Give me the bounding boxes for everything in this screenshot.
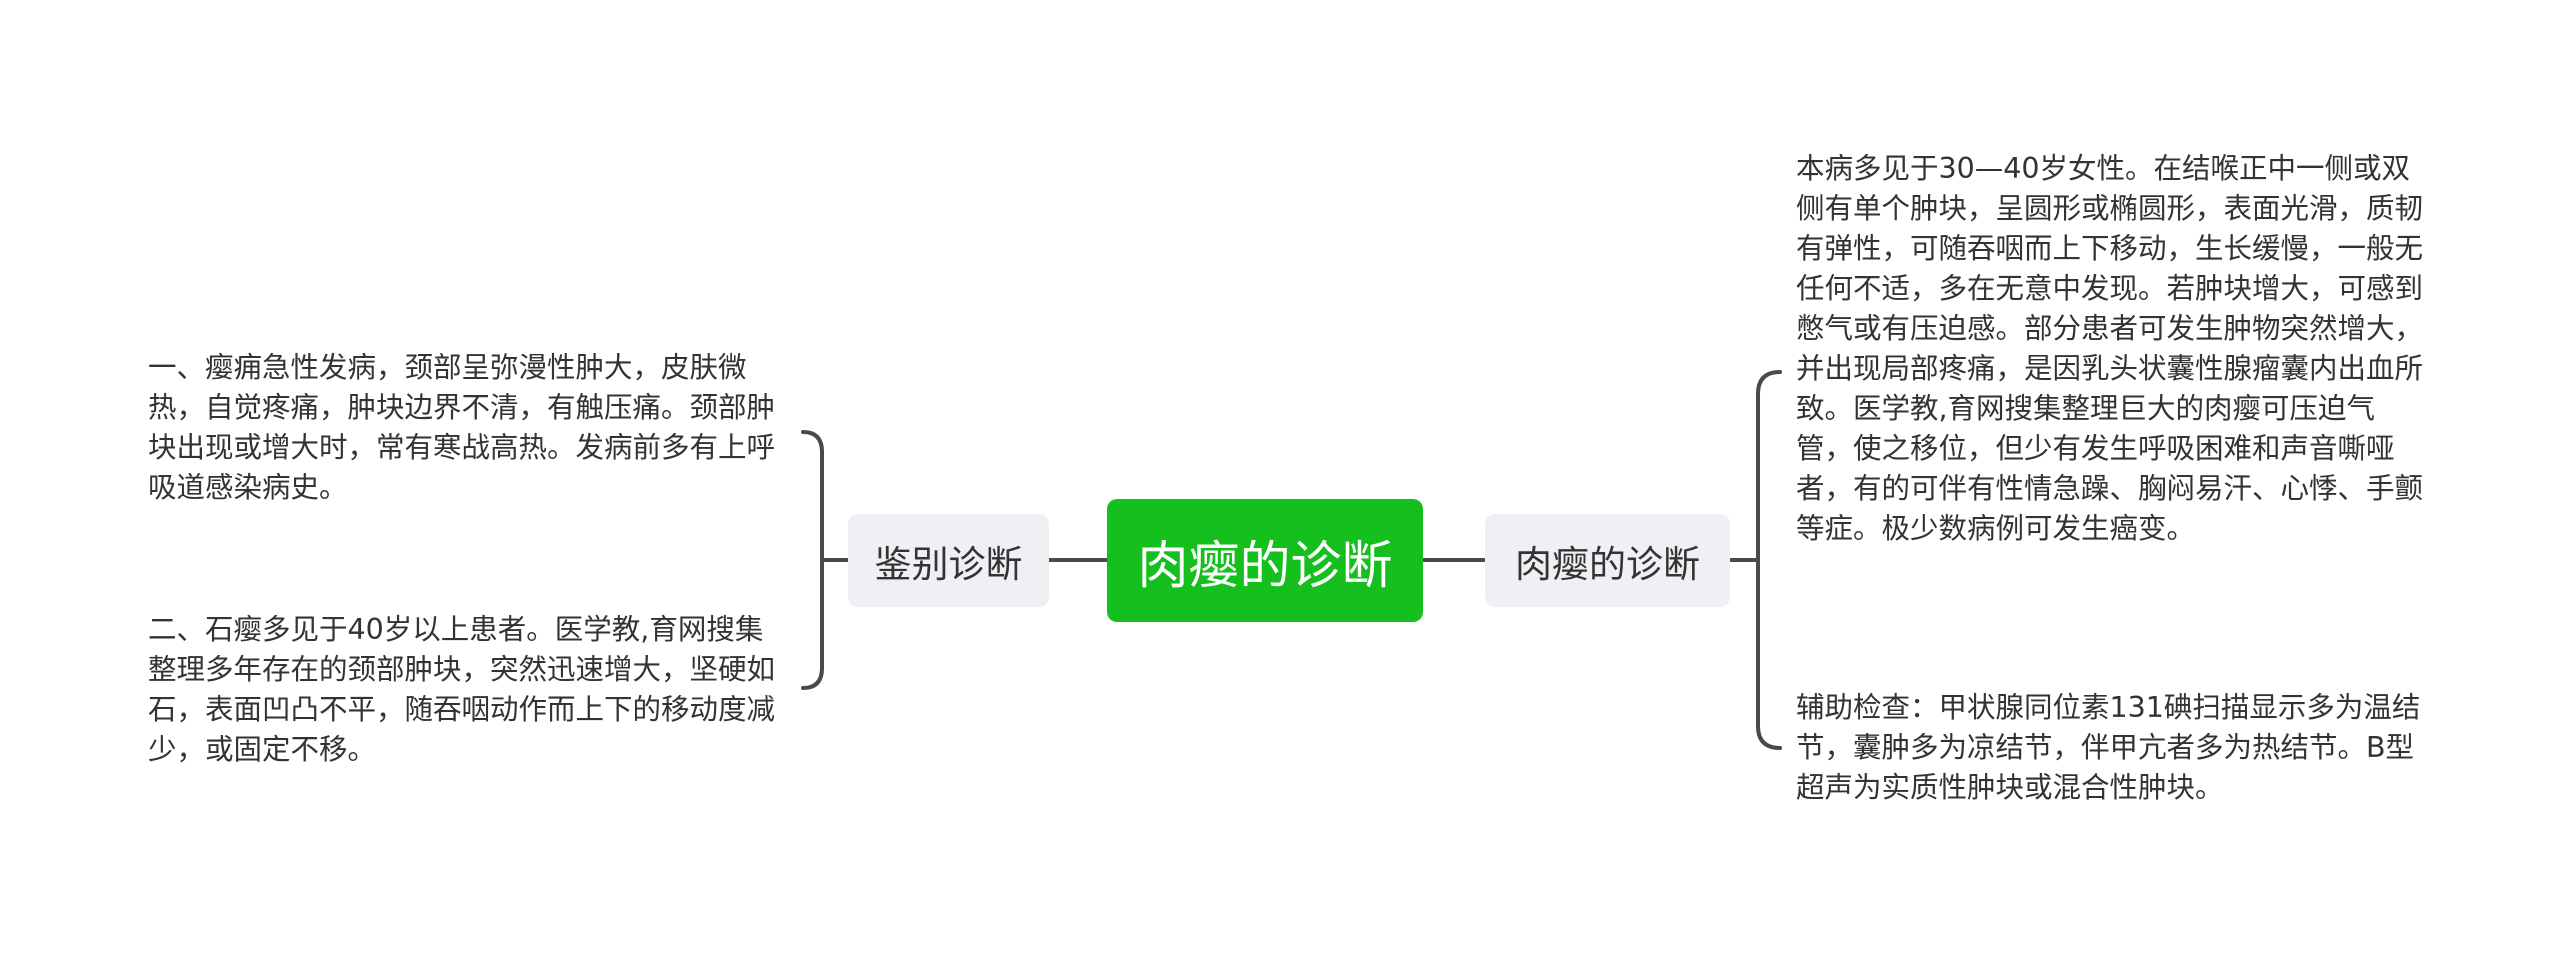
- branch-label: 肉瘿的诊断: [1515, 542, 1700, 586]
- leaf-text-stone-goiter[interactable]: 二、石瘿多见于40岁以上患者。医学教,育网搜集整理多年存在的颈部肿块，突然迅速增…: [148, 613, 776, 766]
- branch-node-diagnosis[interactable]: 肉瘿的诊断: [1485, 514, 1730, 607]
- root-node[interactable]: 肉瘿的诊断: [1107, 499, 1423, 622]
- leaf-text-auxiliary-exam[interactable]: 辅助检查：甲状腺同位素131碘扫描显示多为温结节，囊肿多为凉结节，伴甲亢者多为热…: [1796, 691, 2421, 804]
- root-label: 肉瘿的诊断: [1137, 536, 1393, 596]
- leaf-text-clinical-features[interactable]: 本病多见于30—40岁女性。在结喉正中一侧或双侧有单个肿块，呈圆形或椭圆形，表面…: [1796, 152, 2424, 545]
- bracket-right: [1756, 370, 1782, 750]
- branch-label: 鉴别诊断: [874, 542, 1023, 586]
- bracket-left: [801, 430, 824, 690]
- branch-node-differential-diagnosis[interactable]: 鉴别诊断: [848, 514, 1049, 607]
- leaf-text-thyroiditis[interactable]: 一、瘿痈急性发病，颈部呈弥漫性肿大，皮肤微热，自觉疼痛，肿块边界不清，有触压痛。…: [148, 351, 776, 504]
